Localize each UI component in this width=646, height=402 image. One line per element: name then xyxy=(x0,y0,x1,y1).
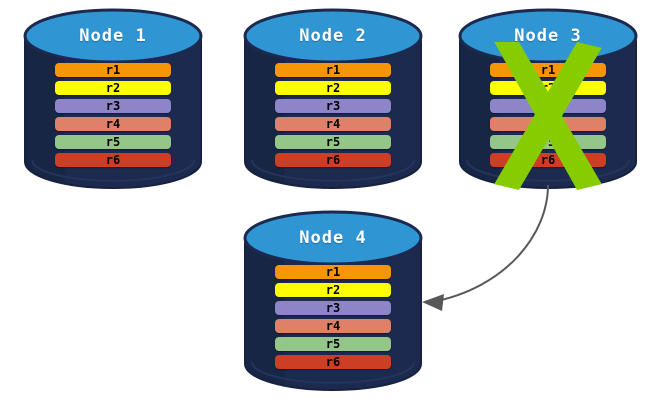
row-r6[interactable]: r6 xyxy=(490,153,606,167)
row-r4[interactable]: r4 xyxy=(275,319,391,333)
row-r2[interactable]: r2 xyxy=(275,81,391,95)
cylinder-top-ellipse xyxy=(243,8,423,64)
cylinder-shading xyxy=(25,36,65,184)
row-r2[interactable]: r2 xyxy=(490,81,606,95)
row-r4[interactable]: r4 xyxy=(490,117,606,131)
row-r4[interactable]: r4 xyxy=(55,117,171,131)
cylinder-shading xyxy=(245,36,285,184)
cylinder-bottom-arc xyxy=(251,159,415,182)
row-r6[interactable]: r6 xyxy=(275,153,391,167)
cylinder-shading xyxy=(245,238,285,386)
row-list: r1 r2 r3 r4 r5 r6 xyxy=(490,63,606,167)
row-r4[interactable]: r4 xyxy=(275,117,391,131)
row-r1[interactable]: r1 xyxy=(490,63,606,77)
row-r1[interactable]: r1 xyxy=(55,63,171,77)
arrow-head-icon xyxy=(422,294,444,311)
cylinder-top-ellipse xyxy=(458,8,638,64)
row-r5[interactable]: r5 xyxy=(55,135,171,149)
row-r5[interactable]: r5 xyxy=(275,337,391,351)
row-r2[interactable]: r2 xyxy=(275,283,391,297)
arrow-curve xyxy=(431,184,549,303)
row-r6[interactable]: r6 xyxy=(275,355,391,369)
row-list: r1 r2 r3 r4 r5 r6 xyxy=(275,63,391,167)
row-list: r1 r2 r3 r4 r5 r6 xyxy=(55,63,171,167)
row-r3[interactable]: r3 xyxy=(275,301,391,315)
row-r5[interactable]: r5 xyxy=(490,135,606,149)
row-r3[interactable]: r3 xyxy=(275,99,391,113)
row-r2[interactable]: r2 xyxy=(55,81,171,95)
row-r6[interactable]: r6 xyxy=(55,153,171,167)
row-r3[interactable]: r3 xyxy=(490,99,606,113)
row-r5[interactable]: r5 xyxy=(275,135,391,149)
row-r1[interactable]: r1 xyxy=(275,265,391,279)
row-r1[interactable]: r1 xyxy=(275,63,391,77)
cylinder-top-ellipse xyxy=(243,210,423,266)
cylinder-bottom-arc xyxy=(251,361,415,384)
row-list: r1 r2 r3 r4 r5 r6 xyxy=(275,265,391,369)
row-r3[interactable]: r3 xyxy=(55,99,171,113)
cylinder-bottom-arc xyxy=(31,159,195,182)
cylinder-shading xyxy=(460,36,500,184)
cylinder-top-ellipse xyxy=(23,8,203,64)
